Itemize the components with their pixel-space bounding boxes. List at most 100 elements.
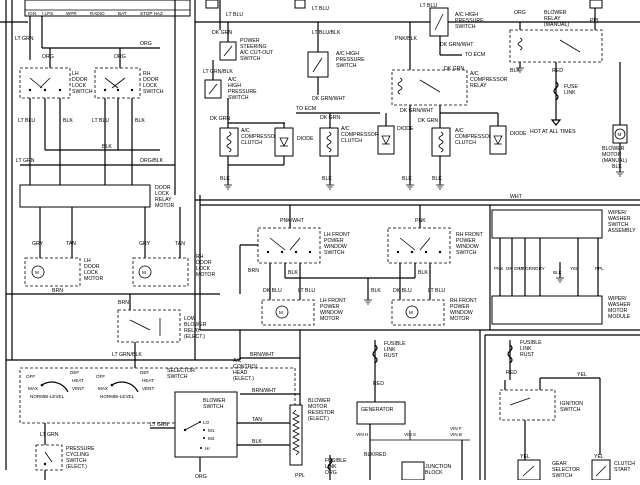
- wire-label-vin-b: VIN B: [450, 432, 462, 437]
- wire-label-to-ecm: TO ECM: [465, 52, 485, 58]
- wire-label-gry: GRY: [139, 241, 151, 247]
- wire-label-lt-grn-blk: LT GRN/BLK: [112, 352, 142, 358]
- wire-label-gry: GRY: [32, 241, 44, 247]
- wire-label-ppl: PPL: [295, 473, 305, 479]
- svg-text:NORM: NORM: [30, 394, 44, 399]
- wire-label-blk: BLK: [220, 176, 230, 182]
- wire-label-dk-grn-wht: DK GRN/WHT: [440, 42, 474, 48]
- fuse-label-radio: RADIO: [90, 11, 105, 16]
- svg-text:MAX: MAX: [98, 386, 108, 391]
- wire-label-dk-grn: DK GRN: [210, 116, 230, 122]
- wire-label-lt-grn: LT GRN: [16, 158, 35, 164]
- svg-text:BI-LEVEL: BI-LEVEL: [114, 394, 135, 399]
- wire-label-wht: WHT: [510, 194, 523, 200]
- wire-label-brn: BRN: [118, 300, 129, 306]
- wire-label-lt-blu: LT BLU: [420, 3, 437, 9]
- wire-label-lt-grn: LT GRN: [40, 432, 59, 438]
- wire-label-lt-grn: LT GRN: [519, 266, 535, 271]
- wire-label-blk: BLK: [418, 270, 428, 276]
- wire-label-dk-blu: DK BLU: [263, 288, 282, 294]
- wire-label-org: ORG: [140, 41, 152, 47]
- svg-text:NORM: NORM: [100, 394, 114, 399]
- wire-label-ppl: PPL: [595, 266, 604, 271]
- svg-text:OFF: OFF: [26, 374, 35, 379]
- wire-label-blk: BLK: [63, 118, 73, 124]
- wire-label-blk: BLK: [102, 144, 112, 150]
- svg-text:OFF: OFF: [96, 374, 105, 379]
- wire-label-tan: TAN: [252, 417, 262, 423]
- wire-label-lt-blu: LT BLU: [428, 288, 445, 294]
- wire-label-brn-wht: BRN/WHT: [250, 352, 275, 358]
- wire-label-lt-blu: LT BLU: [312, 6, 329, 12]
- wire-label-dk-grn: DK GRN: [506, 266, 524, 271]
- svg-text:LO: LO: [203, 420, 210, 425]
- svg-text:BI-LEVEL: BI-LEVEL: [44, 394, 65, 399]
- wire-label-gry: GRY: [535, 266, 545, 271]
- wire-label-lt-blu: LT BLU: [298, 288, 315, 294]
- wire-label-lt-blu-blk: LT BLU/BLK: [312, 30, 341, 36]
- svg-text:HI: HI: [205, 446, 210, 451]
- wire-label-blk: BLK: [135, 118, 145, 124]
- wire-label-red: RED: [373, 381, 384, 387]
- svg-text:VENT: VENT: [142, 386, 154, 391]
- fuse-block: IGN I LPS WPR RADIO BAT STOP HAZ: [0, 0, 191, 23]
- wire-label-tan: TAN: [175, 241, 185, 247]
- wire-label-lt-grn: LT GRN: [150, 422, 169, 428]
- wire-label-tan: TAN: [66, 241, 76, 247]
- wire-label-yel: YEL: [594, 454, 604, 460]
- wire-label-pnk-wht: PNK/WHT: [280, 218, 305, 224]
- wire-label-blk-red: BLK/RED: [364, 452, 386, 458]
- wire-label-dk-blu: DK BLU: [393, 288, 412, 294]
- wire-label-org-blk: ORG/BLK: [140, 158, 164, 164]
- fuse-label-bat: BAT: [118, 11, 127, 16]
- wire-label-dk-grn-wht: DK GRN/WHT: [400, 108, 434, 114]
- wire-label-red: RED: [506, 370, 517, 376]
- wire-label-vin-f: VIN F: [450, 426, 462, 431]
- wire-label-pnk: PNK: [494, 266, 504, 271]
- diode-left: DIODE: [228, 123, 314, 166]
- diode-label: DIODE: [510, 131, 527, 137]
- fuse-label-i-lps: I LPS: [42, 11, 53, 16]
- wire-label-lt-blu: LT BLU: [18, 118, 35, 124]
- top-connectors: LT BLU LT BLU LT BLU/BLK: [205, 0, 341, 36]
- svg-text:MAX: MAX: [28, 386, 38, 391]
- wire-label-yel: YEL: [570, 266, 579, 271]
- wire-label-red: RED: [552, 68, 563, 74]
